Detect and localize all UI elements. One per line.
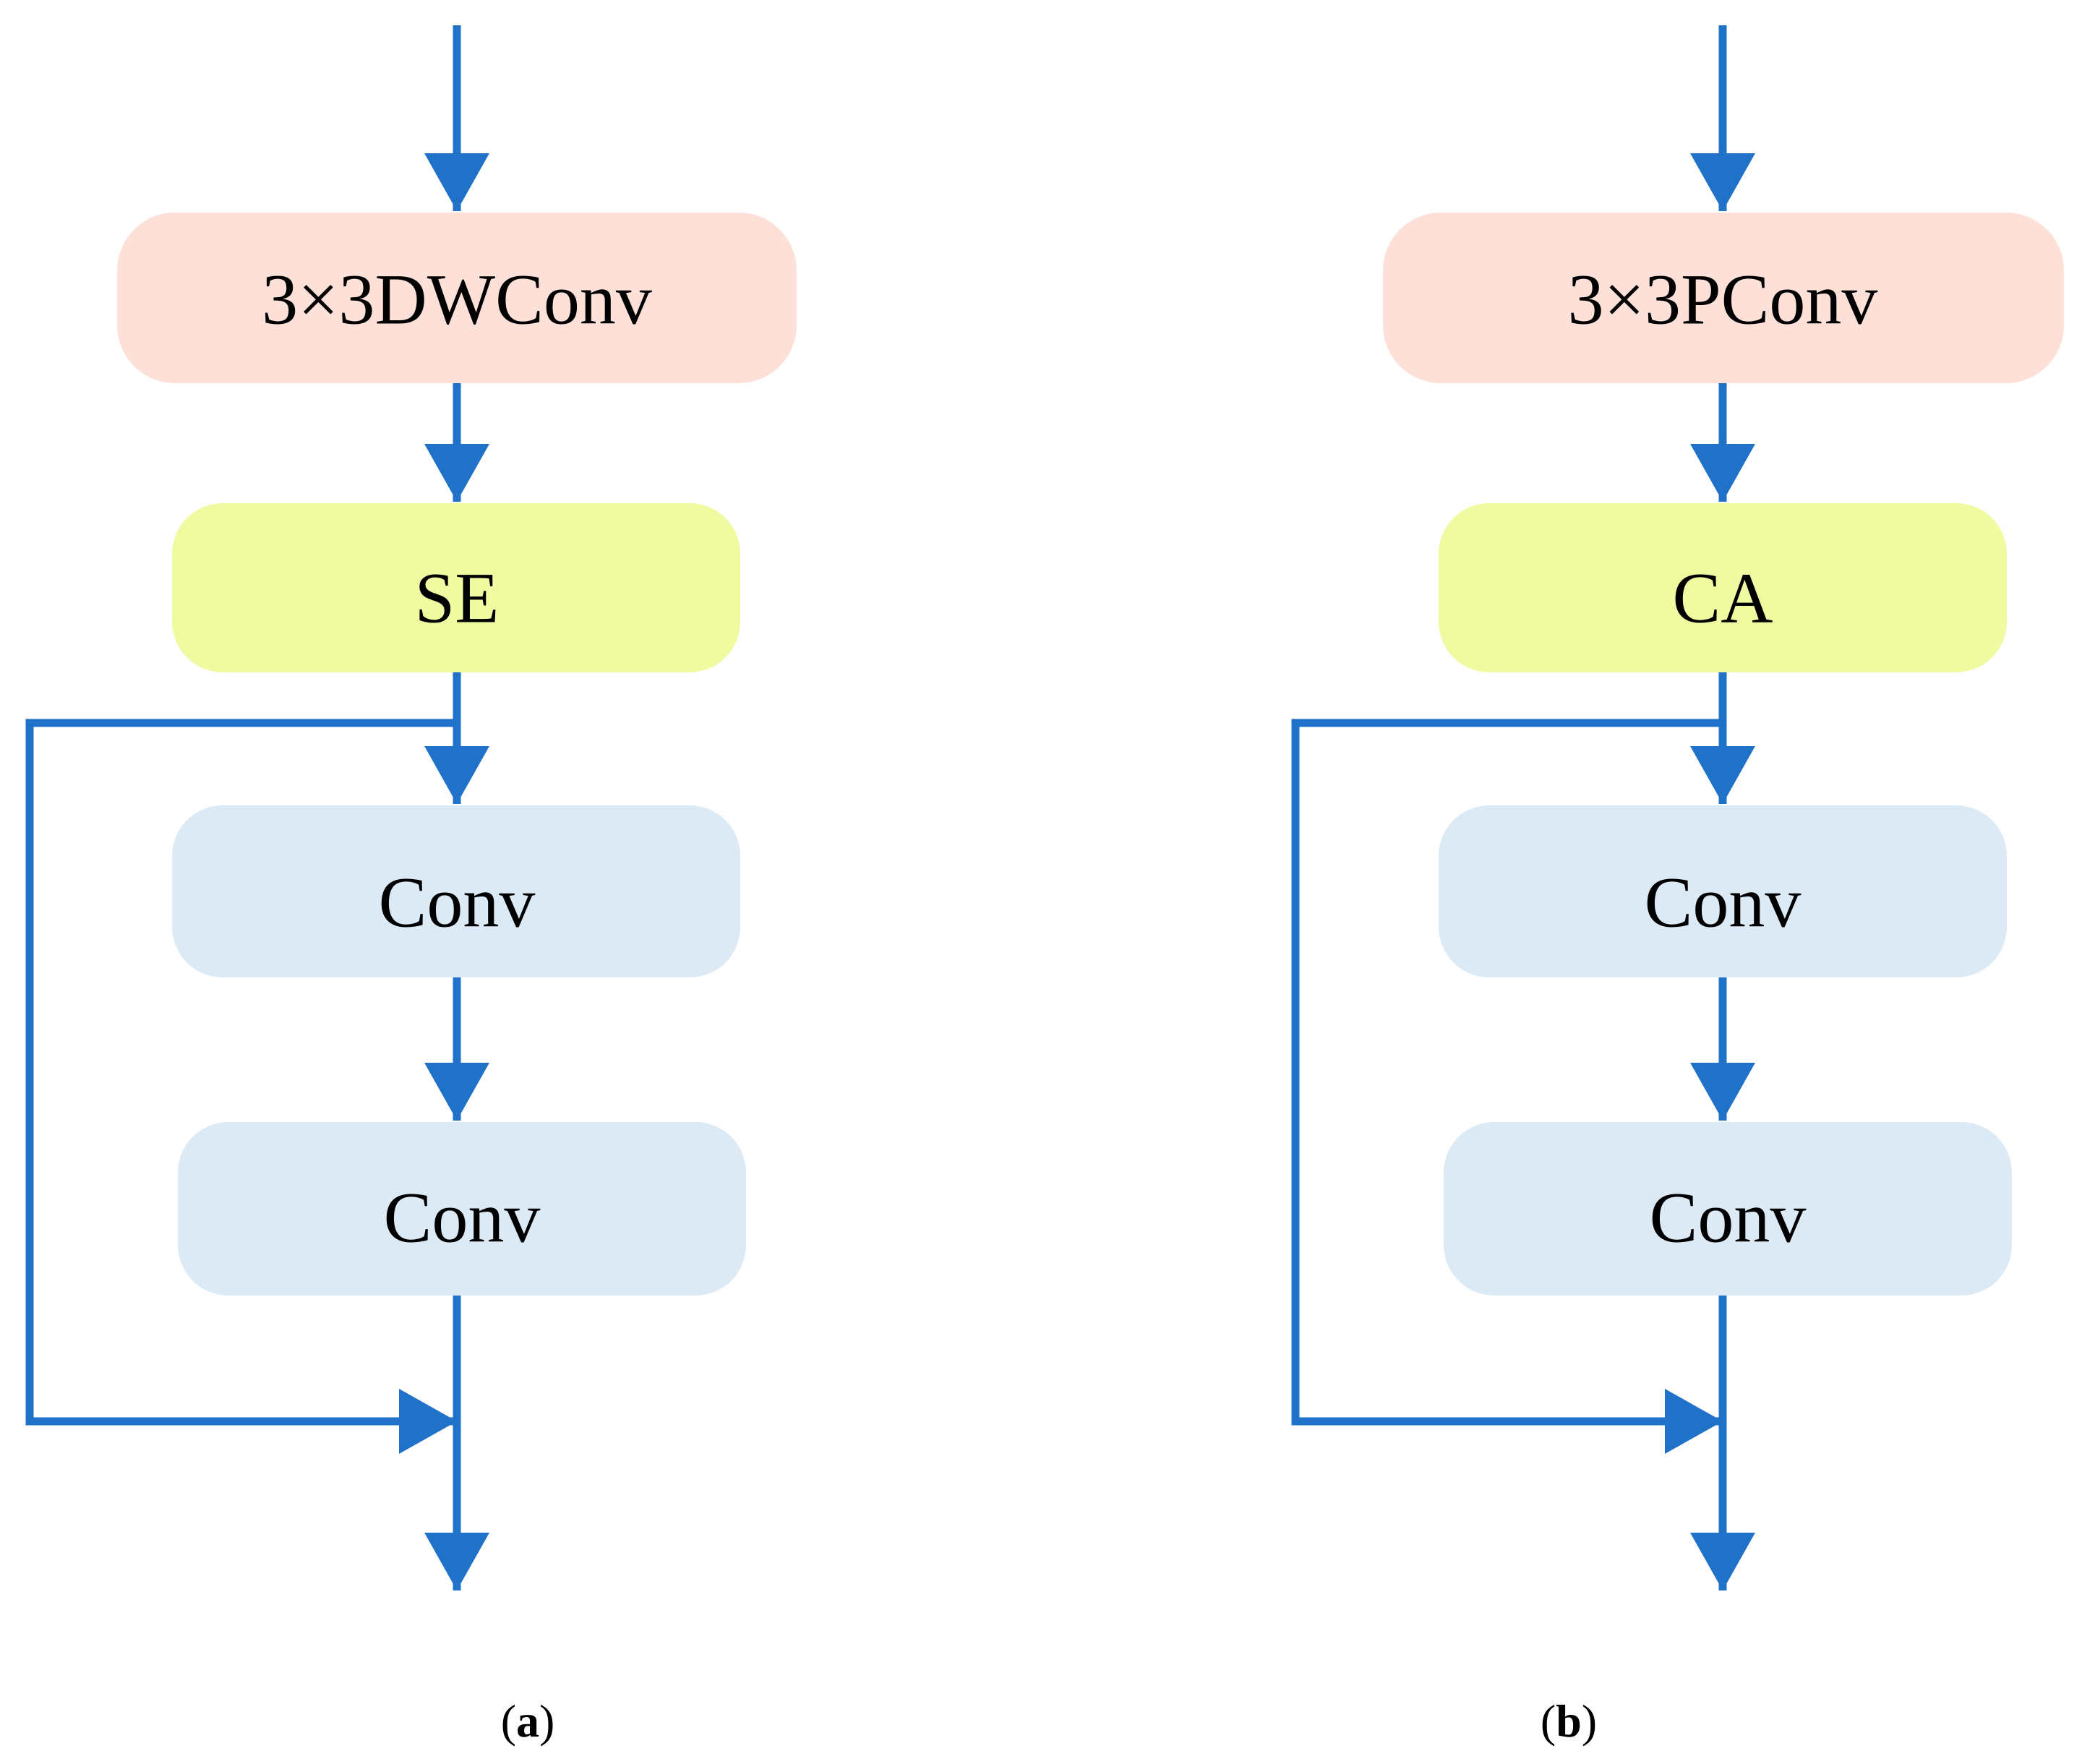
- block-3x3dwconv-box: [117, 213, 797, 383]
- block-conv-a2: Conv: [178, 1122, 746, 1296]
- block-conv-b2-label: Conv: [1650, 1178, 1807, 1258]
- block-3x3pconv-box: [1383, 213, 2064, 383]
- residual-connection-a: [25, 719, 457, 1454]
- block-conv-a1: Conv: [172, 805, 740, 977]
- block-conv-b2: Conv: [1444, 1122, 2012, 1296]
- block-3x3pconv-label: 3×3PConv: [1568, 260, 1878, 340]
- block-ca-label: CA: [1673, 558, 1773, 638]
- caption-b-open: (: [1541, 1695, 1556, 1747]
- caption-b-close: ): [1582, 1695, 1597, 1747]
- block-conv-a1-box: [172, 805, 740, 977]
- block-se-label: SE: [415, 558, 500, 638]
- block-conv-a1-label: Conv: [379, 862, 536, 943]
- residual-connection-b: [1291, 719, 1723, 1454]
- block-ca: CA: [1439, 503, 2007, 672]
- block-3x3dwconv-label: 3×3DWConv: [262, 260, 652, 340]
- block-conv-b1-label: Conv: [1645, 862, 1802, 943]
- caption-a-close: ): [539, 1695, 554, 1747]
- caption-a-open: (: [501, 1695, 516, 1747]
- block-ca-box: [1439, 503, 2007, 672]
- caption-a: (a): [501, 1695, 555, 1747]
- block-se-box: [172, 503, 740, 672]
- block-conv-a2-label: Conv: [384, 1178, 541, 1258]
- block-conv-b2-box: [1444, 1122, 2012, 1296]
- caption-b: (b): [1541, 1695, 1597, 1747]
- block-conv-b1-box: [1439, 805, 2007, 977]
- block-3x3pconv: 3×3PConv: [1383, 213, 2064, 383]
- caption-b-letter: b: [1556, 1695, 1582, 1747]
- block-se: SE: [172, 503, 740, 672]
- block-3x3dwconv: 3×3DWConv: [117, 213, 797, 383]
- panel-a: 3×3DWConv SE Conv Conv (a): [25, 25, 797, 1747]
- block-conv-b1: Conv: [1439, 805, 2007, 977]
- block-conv-a2-box: [178, 1122, 746, 1296]
- panel-b: 3×3PConv CA Conv Conv (b): [1291, 25, 2064, 1747]
- caption-a-letter: a: [516, 1695, 539, 1747]
